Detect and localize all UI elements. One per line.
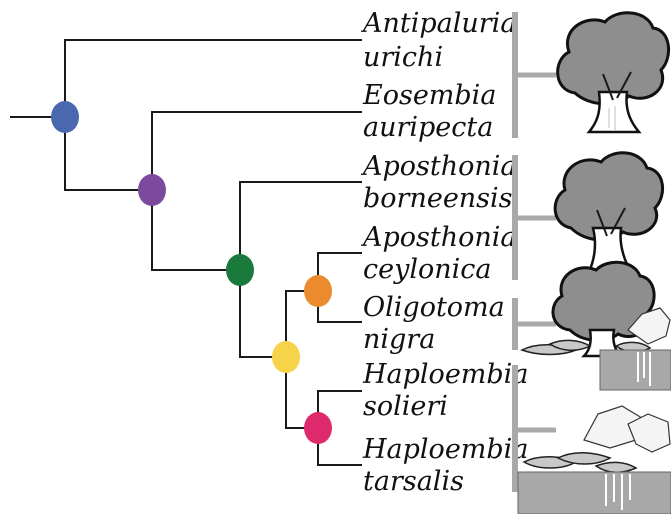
clade-node-purple	[138, 174, 166, 206]
rock-and-leaf-litter-icon	[518, 406, 671, 514]
branch-to-green	[152, 190, 240, 270]
clade-node-yellow	[272, 341, 300, 373]
taxon-species: auripecta	[363, 112, 493, 143]
clade-node-green	[226, 254, 254, 286]
tree-icon	[558, 13, 669, 132]
clade-node-pink	[304, 412, 332, 444]
branch-aposthonia-borneensis	[240, 182, 362, 270]
taxon-species: nigra	[363, 324, 435, 355]
taxon-genus: Haploembia	[362, 434, 528, 465]
branch-antipaluria	[65, 40, 362, 117]
tree-icon	[555, 153, 662, 272]
taxon-genus: Aposthonia	[360, 151, 517, 182]
taxon-labels: Antipaluria urichi Eosembia auripecta Ap…	[360, 8, 528, 497]
taxon-species: ceylonica	[363, 254, 492, 285]
branch-eosembia	[152, 112, 362, 190]
taxon-genus: Aposthonia	[360, 222, 517, 253]
branch-to-purple	[65, 117, 152, 190]
tree-nodes	[51, 101, 332, 444]
root-node	[51, 101, 79, 133]
taxon-species: tarsalis	[363, 466, 464, 497]
taxon-genus: Haploembia	[362, 359, 528, 390]
taxon-genus: Antipaluria	[360, 8, 516, 39]
habitat-brackets	[515, 12, 556, 492]
taxon-genus: Eosembia	[362, 80, 496, 111]
taxon-species: urichi	[363, 42, 443, 73]
taxon-species: borneensis	[363, 183, 513, 214]
taxon-genus: Oligotoma	[363, 292, 505, 323]
taxon-species: solieri	[363, 391, 448, 422]
clade-node-orange	[304, 275, 332, 307]
